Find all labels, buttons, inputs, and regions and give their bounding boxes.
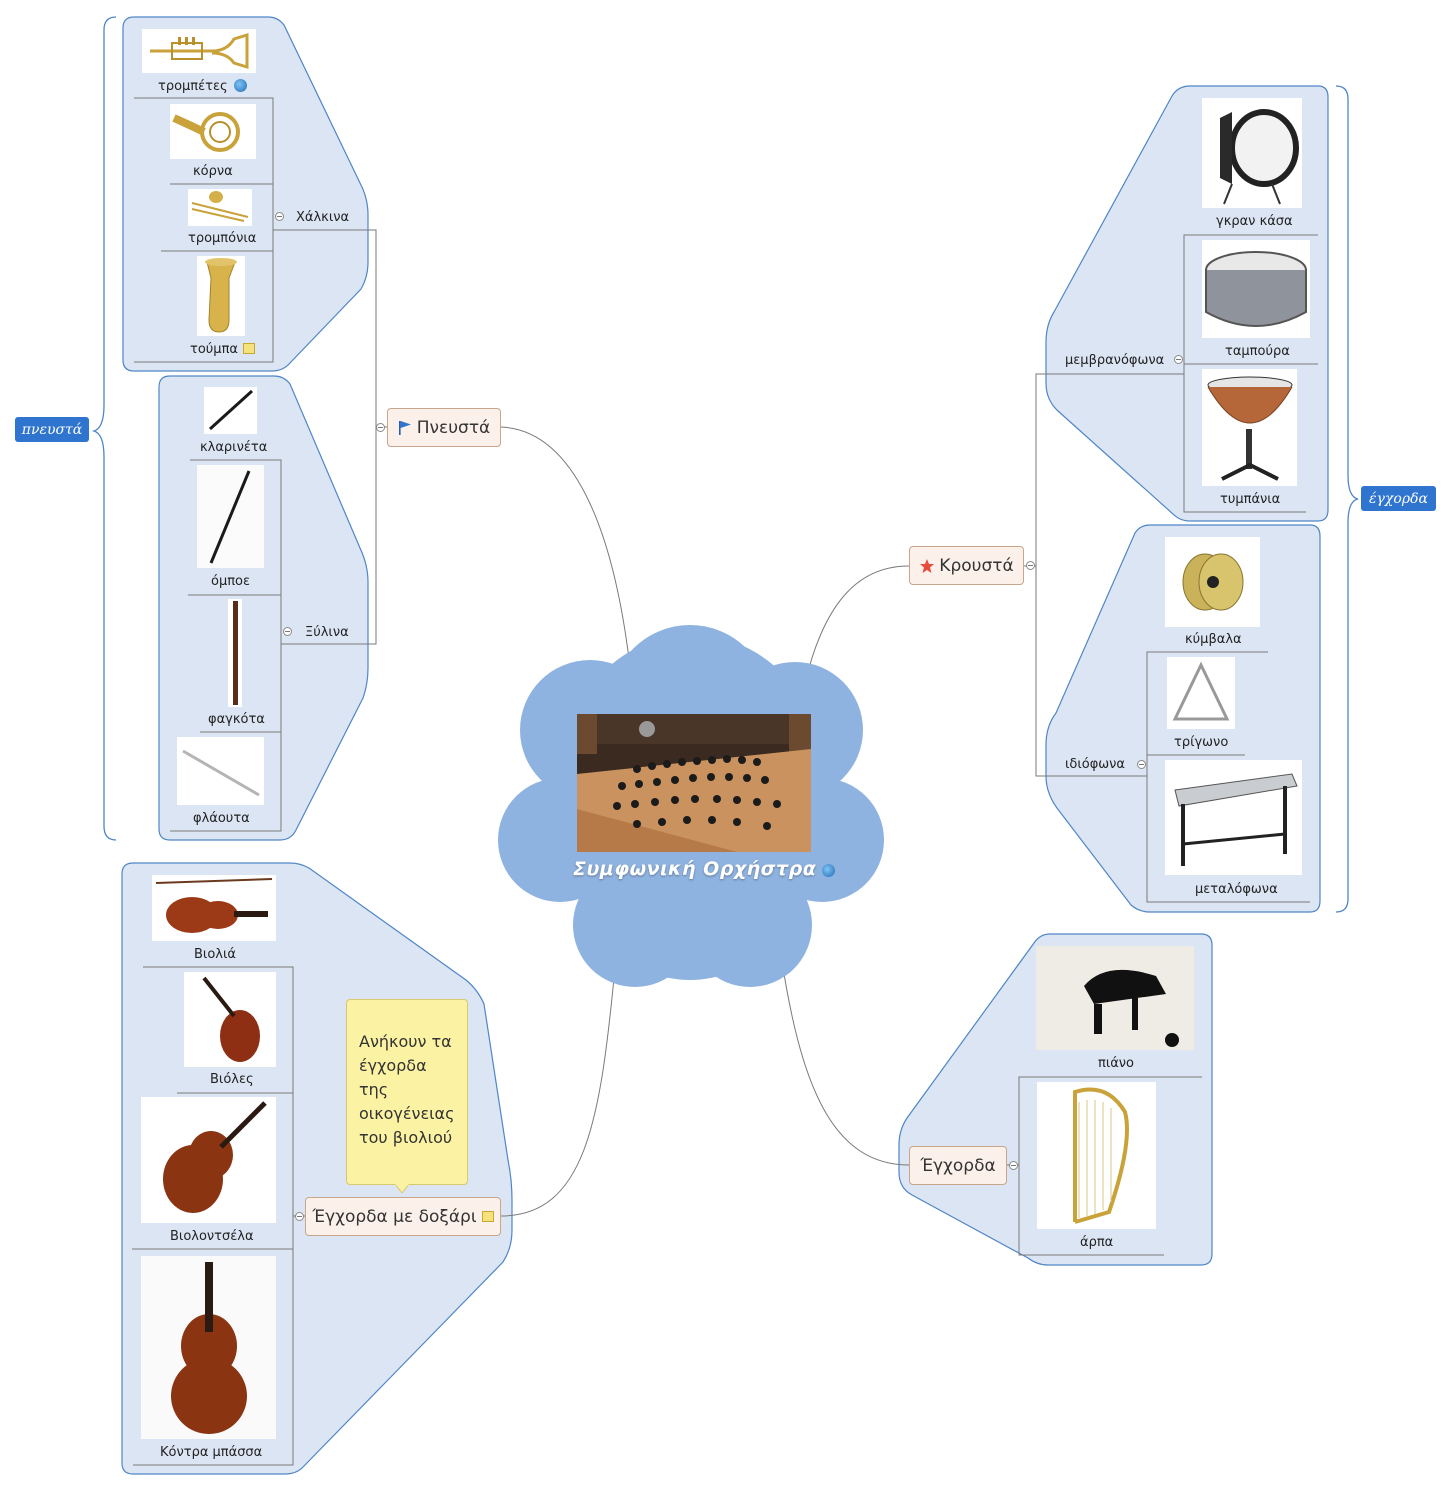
bass-drum-image bbox=[1202, 98, 1302, 208]
topic-krousta-label: Κρουστά bbox=[939, 555, 1014, 576]
leaf-trompetes[interactable]: τρομπέτες bbox=[158, 79, 247, 94]
subtopic-idiophona[interactable]: ιδιόφωνα bbox=[1065, 757, 1125, 772]
trumpet-image bbox=[142, 29, 256, 73]
collapse-icon[interactable] bbox=[275, 212, 284, 221]
leaf-omboe[interactable]: όμποε bbox=[211, 574, 251, 589]
viola-image bbox=[184, 972, 276, 1067]
triangle-image bbox=[1167, 657, 1235, 729]
summary-tag-right[interactable]: έγχορδα bbox=[1361, 486, 1436, 511]
central-topic[interactable]: Συμφωνική Ορχήστρα bbox=[573, 858, 836, 880]
leaf-touba[interactable]: τούμπα bbox=[190, 342, 255, 357]
collapse-icon[interactable] bbox=[376, 423, 385, 432]
leaf-violontsela[interactable]: Βιολοντσέλα bbox=[170, 1229, 254, 1244]
subtopic-chalkina[interactable]: Χάλκινα bbox=[296, 210, 350, 225]
topic-pneusta[interactable]: Πνευστά bbox=[387, 408, 501, 447]
collapse-icon[interactable] bbox=[1026, 561, 1035, 570]
violin-image bbox=[152, 875, 276, 941]
leaf-tympania[interactable]: τυμπάνια bbox=[1220, 492, 1281, 507]
leaf-violes[interactable]: Βιόλες bbox=[210, 1072, 254, 1087]
cymbals-image bbox=[1165, 537, 1260, 627]
oboe-image bbox=[197, 465, 264, 568]
globe-icon[interactable] bbox=[822, 864, 836, 877]
bassoon-image bbox=[228, 599, 242, 707]
central-title: Συμφωνική Ορχήστρα bbox=[573, 858, 817, 880]
collapse-icon[interactable] bbox=[283, 627, 292, 636]
note-icon[interactable] bbox=[481, 1211, 494, 1222]
summary-tag-left[interactable]: πνευστά bbox=[15, 417, 89, 442]
double-bass-image bbox=[141, 1256, 276, 1439]
piano-image bbox=[1036, 946, 1194, 1050]
leaf-korna[interactable]: κόρνα bbox=[193, 164, 233, 179]
collapse-icon[interactable] bbox=[1174, 355, 1183, 364]
topic-pneusta-label: Πνευστά bbox=[416, 417, 491, 438]
cello-image bbox=[141, 1097, 276, 1223]
leaf-violia[interactable]: Βιολιά bbox=[194, 947, 236, 962]
leaf-gkran-kasa[interactable]: γκραν κάσα bbox=[1216, 214, 1293, 229]
leaf-fagkota[interactable]: φαγκότα bbox=[208, 712, 265, 727]
snare-drum-image bbox=[1202, 240, 1310, 338]
summary-brace-left bbox=[91, 16, 117, 841]
leaf-kymvala[interactable]: κύμβαλα bbox=[1185, 632, 1242, 647]
topic-doxari-label: Έγχορδα με δοξάρι bbox=[312, 1206, 477, 1227]
topic-egchorda-label: Έγχορδα bbox=[920, 1155, 996, 1176]
leaf-piano[interactable]: πιάνο bbox=[1098, 1056, 1135, 1071]
topic-egchorda[interactable]: Έγχορδα bbox=[909, 1146, 1007, 1185]
note-text: Ανήκουν τα έγχορδα της οικογένειας του β… bbox=[359, 1032, 455, 1147]
blue-flag-icon bbox=[398, 420, 411, 435]
leaf-trigono[interactable]: τρίγωνο bbox=[1174, 735, 1229, 750]
horn-image bbox=[170, 104, 256, 159]
tuba-image bbox=[197, 256, 245, 336]
summary-tag-right-label: έγχορδα bbox=[1369, 490, 1428, 507]
leaf-trompônia[interactable]: τρομπόνια bbox=[188, 231, 257, 246]
collapse-icon[interactable] bbox=[1009, 1161, 1018, 1170]
callout-pointer bbox=[395, 1184, 409, 1193]
leaf-tampoura[interactable]: ταμπούρα bbox=[1225, 344, 1290, 359]
note-icon[interactable] bbox=[242, 343, 255, 354]
leaf-flaouta[interactable]: φλάουτα bbox=[193, 811, 250, 826]
orchestra-photo bbox=[577, 714, 811, 852]
trombone-image bbox=[188, 189, 252, 226]
metallophone-image bbox=[1165, 760, 1302, 875]
globe-icon[interactable] bbox=[233, 79, 247, 92]
note-callout: Ανήκουν τα έγχορδα της οικογένειας του β… bbox=[346, 999, 468, 1193]
harp-image bbox=[1037, 1082, 1156, 1229]
red-star-icon bbox=[920, 558, 935, 573]
flute-image bbox=[177, 737, 264, 805]
collapse-icon[interactable] bbox=[295, 1212, 304, 1221]
timpani-image bbox=[1202, 369, 1297, 486]
leaf-kontra-massa[interactable]: Κόντρα μπάσσα bbox=[160, 1445, 263, 1460]
summary-tag-left-label: πνευστά bbox=[21, 421, 83, 438]
leaf-arpa[interactable]: άρπα bbox=[1080, 1235, 1114, 1250]
subtopic-membranophona[interactable]: μεμβρανόφωνα bbox=[1065, 353, 1165, 368]
topic-krousta[interactable]: Κρουστά bbox=[909, 546, 1024, 585]
clarinet-image bbox=[204, 387, 257, 434]
collapse-icon[interactable] bbox=[1137, 760, 1146, 769]
subtopic-xylina[interactable]: Ξύλινα bbox=[305, 625, 349, 640]
leaf-klarineta[interactable]: κλαρινέτα bbox=[200, 440, 268, 455]
summary-brace-right bbox=[1335, 85, 1359, 913]
topic-doxari[interactable]: Έγχορδα με δοξάρι bbox=[305, 1197, 501, 1236]
leaf-metalofona[interactable]: μεταλόφωνα bbox=[1195, 882, 1278, 897]
